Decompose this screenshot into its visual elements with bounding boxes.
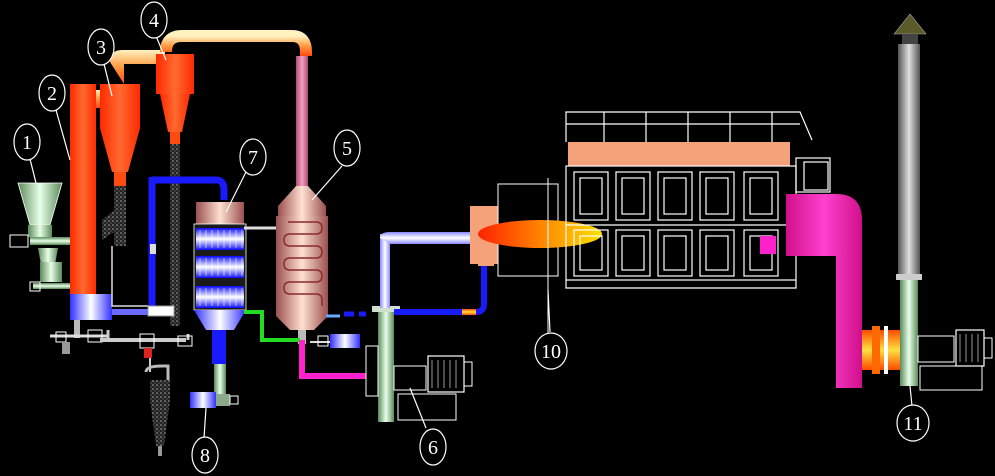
boiler — [565, 111, 831, 289]
exhaust-duct — [786, 194, 904, 388]
burner-flame — [478, 220, 602, 248]
gasifier-furnace — [50, 84, 112, 354]
svg-text:1: 1 — [22, 132, 32, 154]
svg-text:3: 3 — [96, 37, 106, 59]
heat-exchanger — [244, 186, 366, 379]
label-leaders — [29, 35, 913, 439]
label-7: 7 — [239, 138, 267, 176]
svg-text:4: 4 — [149, 10, 159, 32]
label-4: 4 — [140, 1, 168, 39]
svg-text:10: 10 — [541, 341, 561, 363]
label-10: 10 — [534, 332, 568, 370]
ash-discharge-system — [100, 330, 193, 456]
cyclone-separator-1 — [100, 50, 165, 307]
label-11: 11 — [896, 404, 930, 442]
svg-text:7: 7 — [248, 147, 258, 169]
label-8: 8 — [191, 436, 219, 474]
exhaust-fan — [917, 329, 993, 391]
svg-text:11: 11 — [903, 413, 922, 435]
chimney-stack — [893, 13, 927, 386]
label-3: 3 — [87, 28, 115, 66]
spray-tower — [190, 202, 294, 408]
svg-text:5: 5 — [342, 138, 352, 160]
label-5: 5 — [333, 129, 361, 167]
gas-supply-pipe — [380, 232, 487, 315]
cyclone-separator-2 — [156, 30, 312, 326]
svg-text:2: 2 — [47, 83, 57, 105]
svg-text:6: 6 — [428, 437, 438, 459]
label-1: 1 — [13, 123, 41, 161]
label-6: 6 — [419, 428, 447, 466]
hot-gas-riser-pipe — [296, 56, 308, 186]
cooling-water-pipes-left — [112, 176, 228, 317]
svg-text:8: 8 — [200, 445, 210, 467]
feed-hopper — [9, 182, 75, 292]
label-2: 2 — [38, 74, 66, 112]
induced-draft-fan — [365, 306, 473, 422]
burner — [470, 178, 602, 336]
